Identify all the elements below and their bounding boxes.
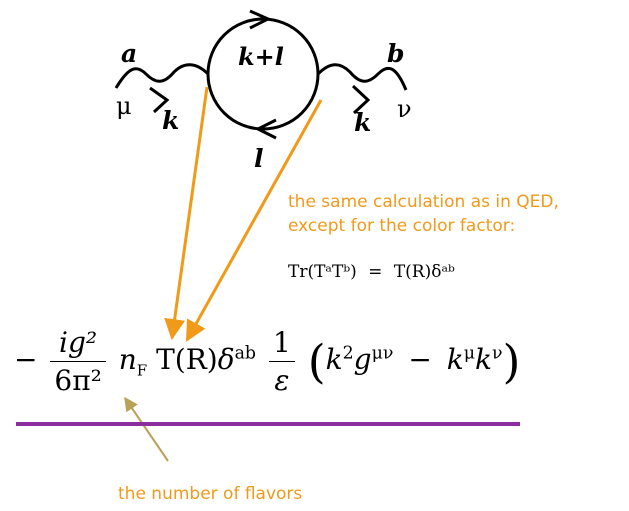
flavors-arrow bbox=[124, 396, 169, 462]
k-squared-exponent: 2 bbox=[342, 343, 354, 364]
epsilon-numerator: 1 bbox=[268, 326, 295, 362]
formula-minus: − bbox=[14, 343, 38, 376]
fraction-denominator: 6π² bbox=[54, 364, 102, 397]
color-factor-TR: T(R) bbox=[156, 343, 218, 376]
flavors-note: the number of flavors bbox=[118, 484, 303, 504]
lorentz-index-mu: μ bbox=[116, 92, 132, 120]
k-mu: k bbox=[446, 343, 464, 376]
formula-minus-2: − bbox=[408, 343, 432, 376]
fraction-numerator: ig² bbox=[59, 326, 98, 359]
left-paren: ( bbox=[307, 334, 326, 389]
qed-note-line1: the same calculation as in QED, bbox=[288, 192, 559, 212]
metric-indices: μν bbox=[371, 343, 394, 364]
k-mu-index: μ bbox=[463, 343, 475, 364]
metric-g: g bbox=[353, 343, 372, 376]
epsilon-fraction: 1 ε bbox=[268, 326, 295, 397]
gluon-color-label-a: a bbox=[121, 39, 138, 68]
gluon-color-label-b: b bbox=[387, 39, 405, 68]
loop-top-arrow-icon bbox=[249, 9, 272, 30]
quark-loop bbox=[206, 17, 320, 131]
vacuum-polarization-formula: − ig² 6π² nF T(R)δab 1 ε (k2gμν − kμkν) bbox=[14, 326, 520, 397]
coupling-fraction: ig² 6π² bbox=[50, 326, 106, 397]
kronecker-delta-indices: ab bbox=[234, 343, 257, 364]
trace-rhs: T(R)δᵃᵇ bbox=[393, 262, 455, 282]
orange-arrow-left bbox=[164, 86, 209, 341]
trace-identity: Tr(TᵃTᵇ) = T(R)δᵃᵇ bbox=[288, 262, 455, 282]
orange-arrow-right bbox=[185, 99, 323, 342]
right-paren: ) bbox=[502, 334, 521, 389]
loop-bottom-arrow-icon bbox=[254, 118, 277, 140]
left-momentum-arrow-icon bbox=[149, 86, 170, 114]
trace-equals: = bbox=[368, 262, 383, 282]
loop-momentum-bottom-label: l bbox=[254, 144, 264, 173]
right-gluon-line bbox=[316, 63, 408, 91]
lorentz-index-nu: ν bbox=[397, 95, 412, 123]
trace-lhs: Tr(TᵃTᵇ) bbox=[288, 262, 357, 282]
flavor-count-subscript: F bbox=[136, 361, 148, 380]
loop-momentum-top-label: k+l bbox=[238, 42, 284, 71]
k-nu-index: ν bbox=[491, 343, 503, 364]
kronecker-delta: δ bbox=[217, 343, 235, 376]
k-squared: k bbox=[325, 343, 343, 376]
left-gluon-line bbox=[114, 63, 210, 89]
right-momentum-arrow-icon bbox=[351, 84, 371, 115]
momentum-label-k-right: k bbox=[354, 108, 372, 137]
flavor-count-n: n bbox=[118, 343, 137, 376]
qed-note-line2: except for the color factor: bbox=[288, 216, 516, 236]
momentum-label-k-left: k bbox=[162, 106, 180, 135]
k-nu: k bbox=[474, 343, 492, 376]
epsilon-denominator: ε bbox=[274, 364, 290, 397]
